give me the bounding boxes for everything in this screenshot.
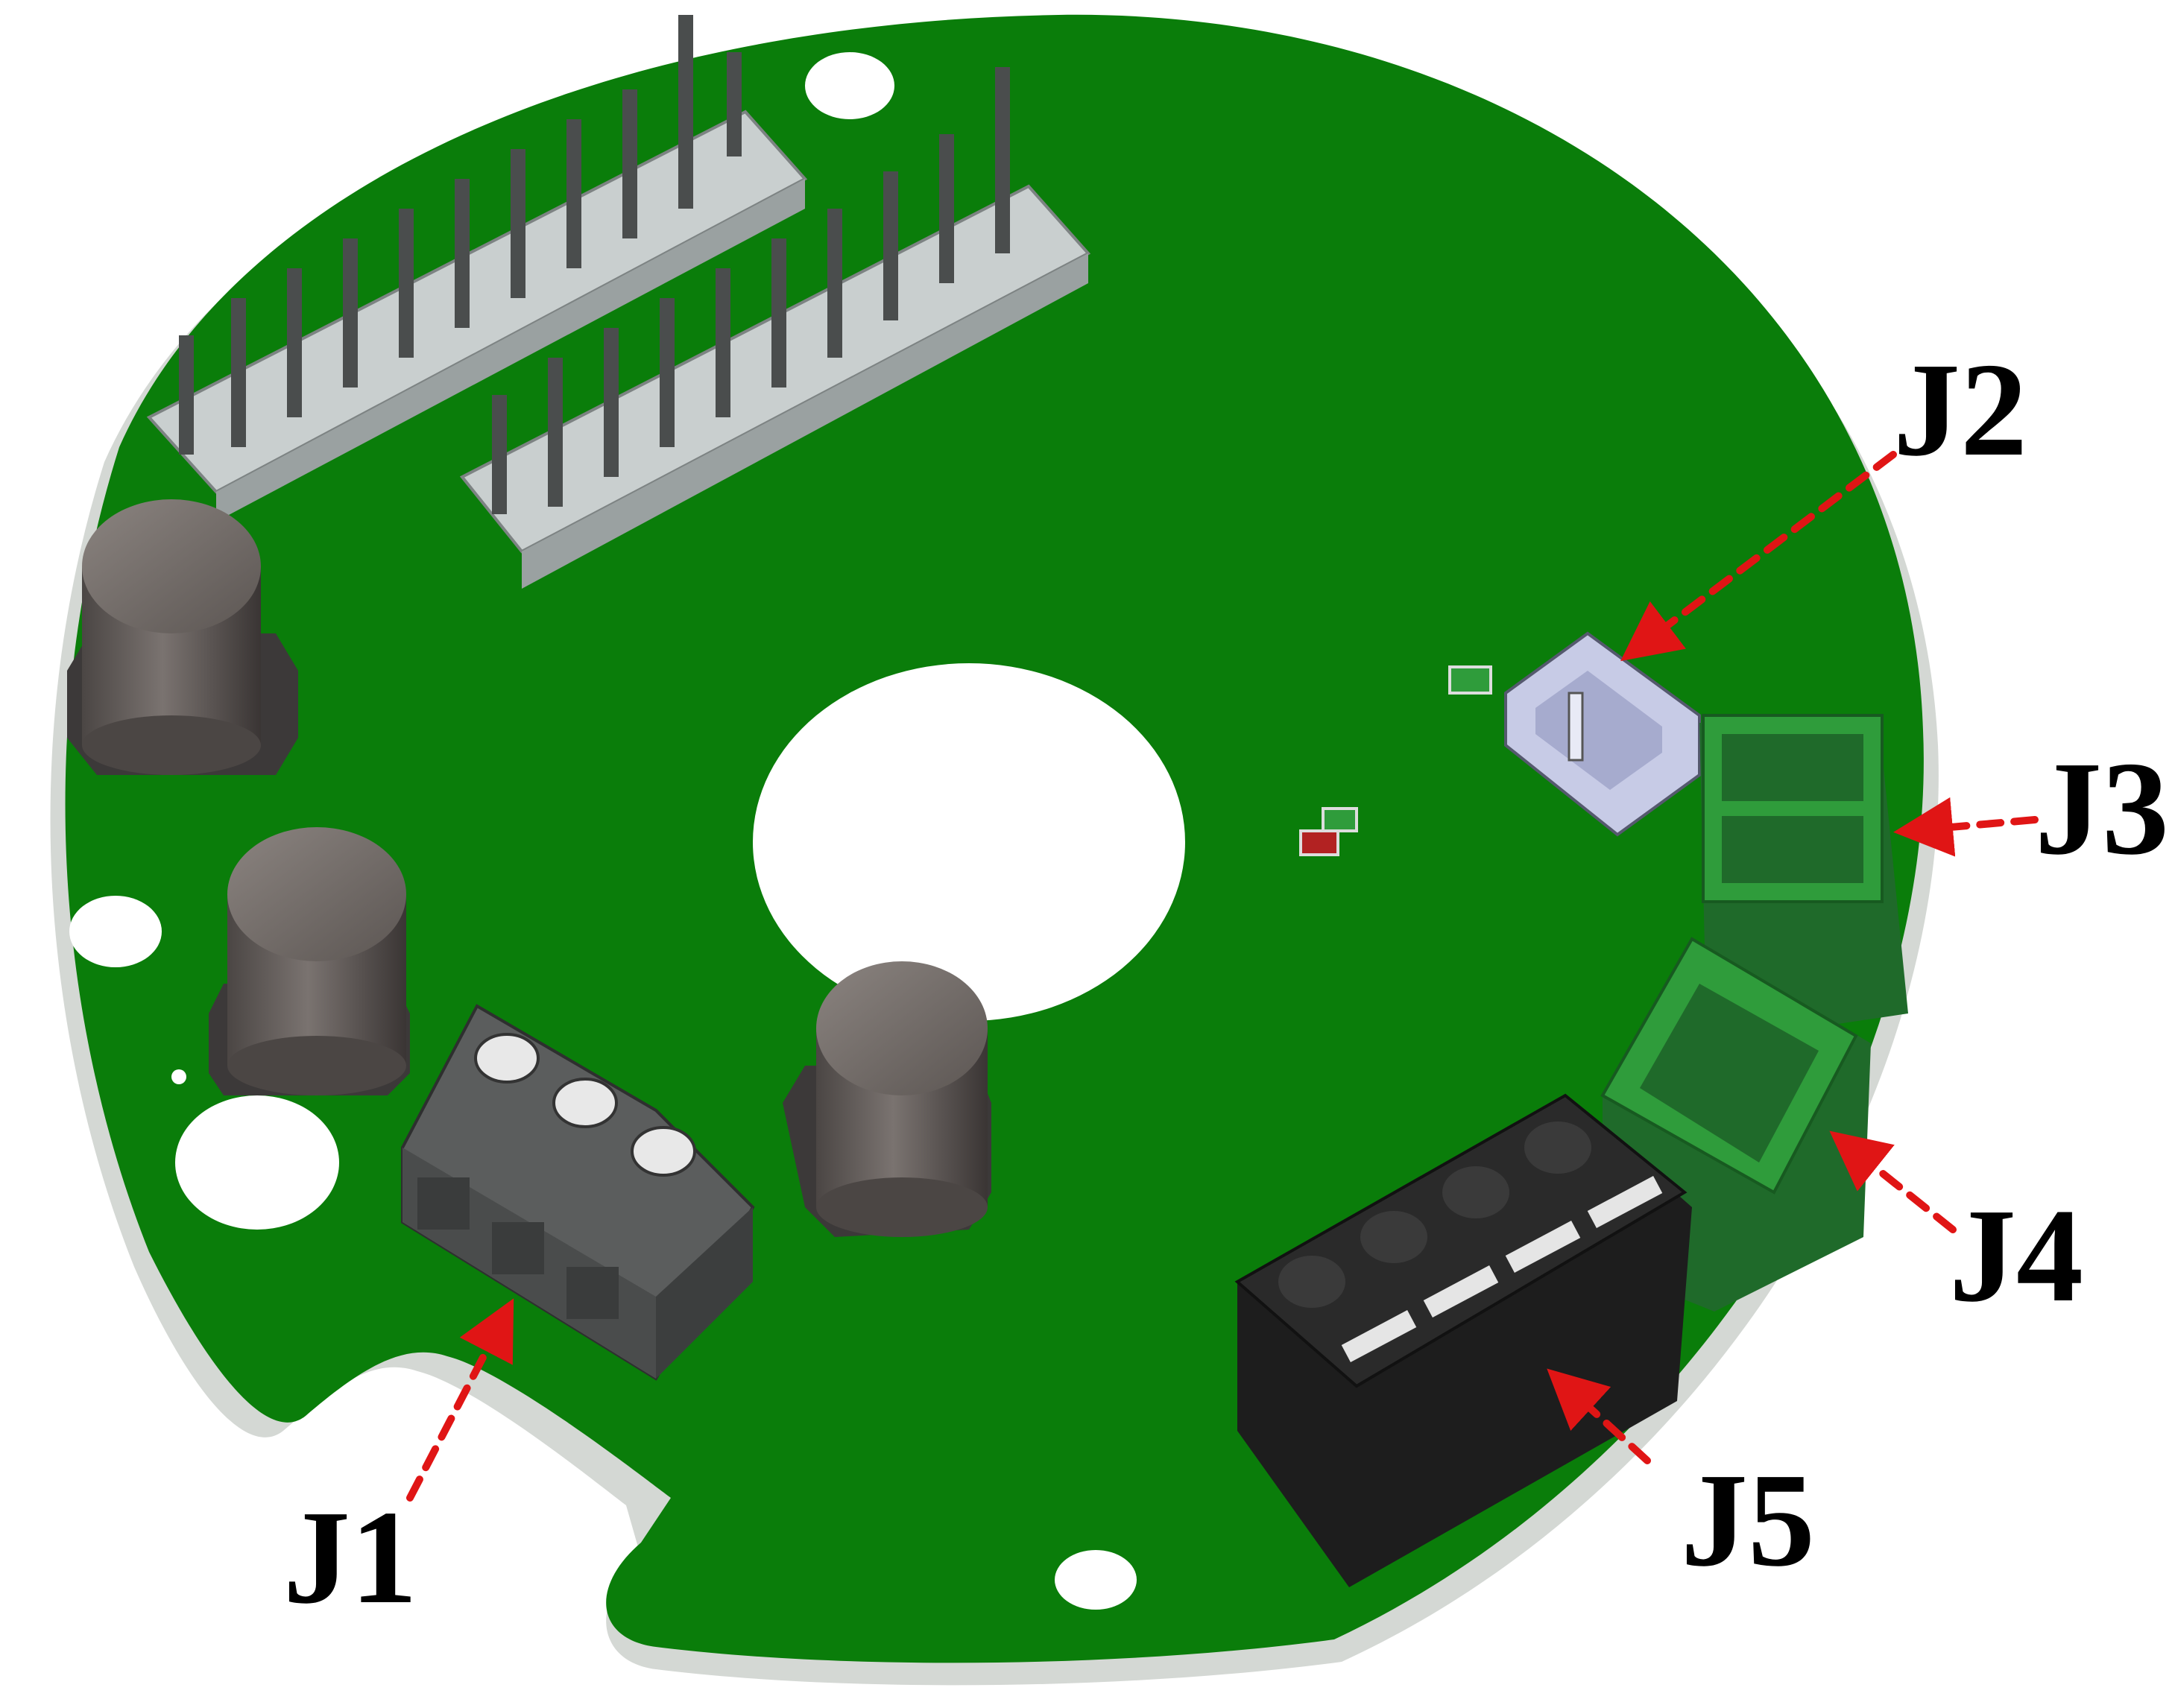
j1-terminal-block: [401, 1004, 755, 1381]
smd-component-1: [1448, 665, 1492, 695]
mounting-hole-top: [805, 52, 894, 119]
arrow-j5: [1547, 1368, 1651, 1464]
pin-header-right: [459, 67, 1091, 589]
arrow-j2: [1620, 451, 1897, 662]
smd-component-3: [1299, 829, 1339, 856]
mounting-hole-left: [69, 896, 162, 967]
mounting-hole-left-large: [175, 1095, 339, 1230]
capacitor-1: [67, 499, 298, 775]
arrow-j1: [406, 1298, 514, 1502]
label-j2: J2: [1893, 335, 2027, 484]
capacitor-2: [209, 827, 410, 1095]
pin-header-left: [146, 15, 808, 522]
label-j5: J5: [1681, 1446, 1815, 1594]
j5-black-connector: [1234, 1093, 1692, 1587]
center-hole: [753, 663, 1185, 1021]
label-j1: J1: [283, 1483, 417, 1631]
mounting-hole-bottom: [1055, 1550, 1137, 1610]
arrow-j3: [1893, 797, 2039, 857]
arrow-j4: [1829, 1130, 1957, 1233]
smd-component-2: [1322, 807, 1358, 832]
capacitor-3: [783, 961, 991, 1237]
label-j3: J3: [2035, 734, 2169, 882]
label-j4: J4: [1949, 1181, 2083, 1329]
via-small: [171, 1069, 186, 1084]
j2-jst-connector: [1504, 631, 1701, 837]
j3-green-connector: [1699, 714, 1908, 1043]
